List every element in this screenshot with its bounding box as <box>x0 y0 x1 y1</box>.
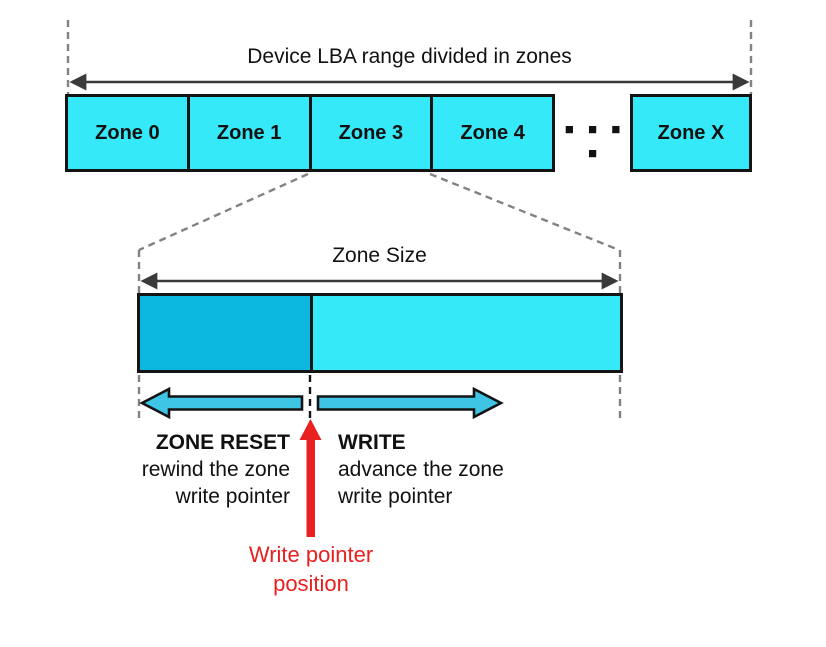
zone-written-region <box>140 296 313 370</box>
zone-reset-title: ZONE RESET <box>155 431 290 454</box>
write-pointer-caption: Write pointer position <box>211 540 411 598</box>
zone-box-x: Zone X <box>630 94 752 172</box>
zone-size-label: Zone Size <box>332 244 427 267</box>
write-pointer-caption-line2: position <box>273 571 349 596</box>
zone-box-4: Zone 4 <box>430 94 555 172</box>
write-title: WRITE <box>338 431 406 454</box>
zone-reset-caption: ZONE RESET rewind the zone write pointer <box>80 429 290 510</box>
zone-box-0: Zone 0 <box>65 94 190 172</box>
write-pointer-arrow-icon <box>299 419 322 537</box>
zone-unwritten-region <box>313 296 620 370</box>
zone-reset-desc-line1: rewind the zone <box>141 458 290 481</box>
write-desc-line2: write pointer <box>338 485 453 508</box>
zone-box-3: Zone 3 <box>308 94 434 172</box>
zone-reset-desc-line2: write pointer <box>175 485 290 508</box>
zones-ellipsis-dots: ■ ■ ■ ■ <box>564 121 626 162</box>
write-pointer-caption-line1: Write pointer <box>248 542 374 567</box>
zone-reset-arrow-icon <box>139 386 304 420</box>
write-arrow-icon <box>316 386 504 420</box>
diagram-title: Device LBA range divided in zones <box>247 45 572 68</box>
zoom-diagonal-right-dashed-line <box>429 172 620 252</box>
zone-row: Zone 0 Zone 1 Zone 3 Zone 4 <box>65 94 555 172</box>
zone-detail-rect <box>137 293 623 373</box>
write-caption: WRITE advance the zone write pointer <box>338 429 548 510</box>
write-desc-line1: advance the zone <box>338 458 504 481</box>
zone-box-1: Zone 1 <box>186 94 312 172</box>
zoom-diagonal-left-dashed-line <box>138 172 309 252</box>
